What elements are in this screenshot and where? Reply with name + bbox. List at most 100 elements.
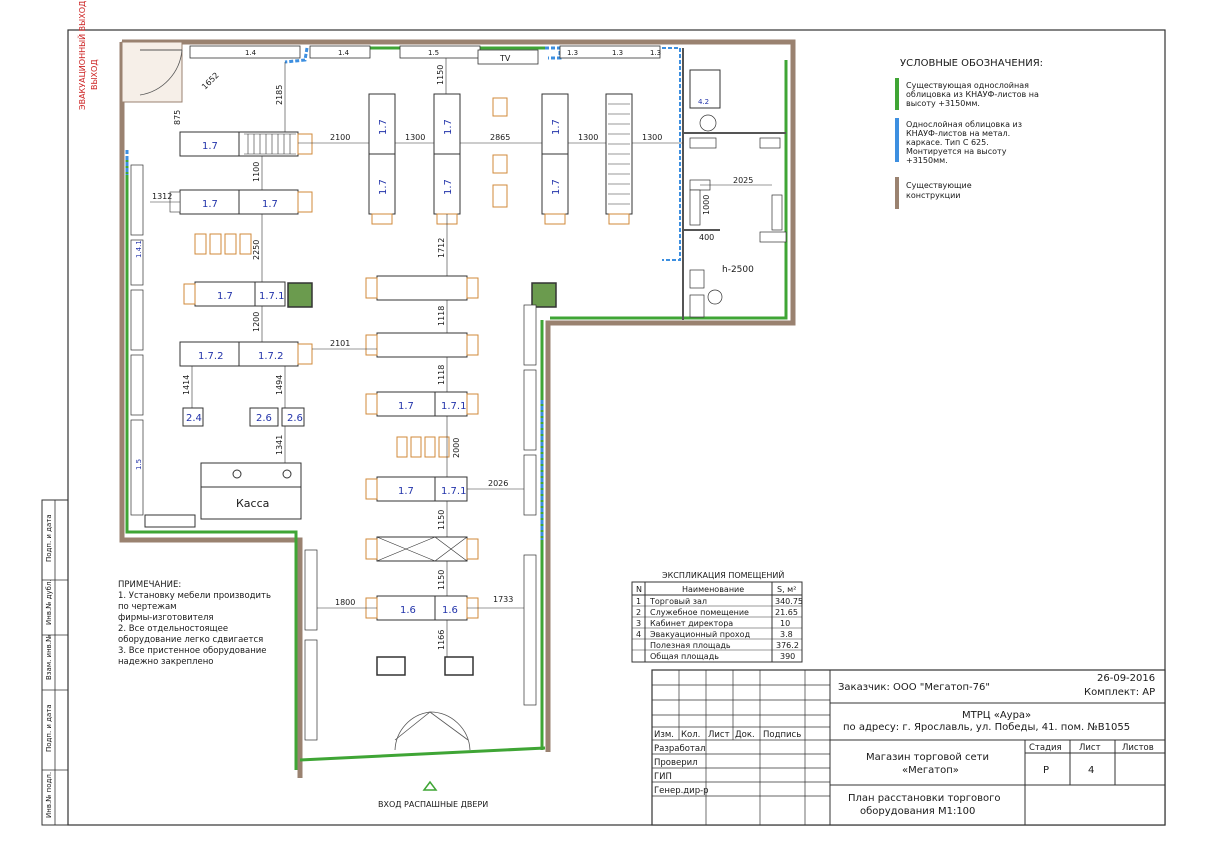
drawing-line-2: оборудования М1:100 — [860, 806, 975, 817]
side-stamp: Подп. и дата Инв.№ дубл. Взам. инв.№ Под… — [41, 499, 69, 826]
table-cell: 390 — [780, 652, 795, 661]
stage-header: Листов — [1122, 743, 1154, 753]
customer-label: Заказчик: ООО "Мегатоп-76" — [838, 682, 990, 693]
dim-label: 1312 — [152, 192, 172, 201]
rev-header: Док. — [735, 730, 755, 740]
set-label: Комплект: АР — [1084, 687, 1155, 698]
rev-header: Подпись — [763, 730, 801, 740]
entrance-doors: ВХОД РАСПАШНЫЕ ДВЕРИ — [378, 711, 488, 809]
module-label: 1.3 — [650, 49, 661, 57]
stage-header: Лист — [1079, 743, 1101, 753]
title-block: Изм. Кол. Лист Док. Подпись Разработал П… — [651, 669, 1166, 826]
explication-table: ЭКСПЛИКАЦИЯ ПОМЕЩЕНИЙ N Наименование S, … — [631, 569, 803, 663]
unit-label: 2.6 — [256, 413, 272, 424]
legend: УСЛОВНЫЕ ОБОЗНАЧЕНИЯ: Существующая однос… — [895, 58, 1043, 209]
dim-label: 2185 — [275, 85, 284, 105]
address-line-2: по адресу: г. Ярославль, ул. Победы, 41.… — [843, 722, 1130, 733]
legend-text: +3150мм. — [906, 156, 948, 165]
address-line-1: МТРЦ «Аура» — [962, 710, 1031, 721]
gondola-label: 1.7.1 — [259, 291, 284, 302]
dim-label: 1733 — [493, 595, 513, 604]
note-line: оборудование легко сдвигается — [118, 635, 263, 645]
table-header: S, м² — [777, 585, 796, 594]
role-label: ГИП — [654, 772, 672, 782]
gondola-label: 1.7 — [443, 179, 454, 195]
table-cell: Торговый зал — [649, 597, 707, 606]
dim-label: 2101 — [330, 339, 350, 348]
gondola-label: 1.7 — [262, 199, 278, 210]
dim-label: 1300 — [578, 133, 598, 142]
note-line: надежно закреплено — [118, 657, 213, 667]
dim-label: 1150 — [437, 510, 446, 530]
gondola-label: 1.7 — [378, 119, 389, 135]
legend-text: Существующие — [906, 181, 972, 190]
evac-label: ЭВАКУАЦИОННЫЙ ВЫХОД — [76, 1, 87, 110]
table-cell: Полезная площадь — [650, 641, 731, 650]
gondola-label: 1.7 — [443, 119, 454, 135]
legend-swatch — [895, 78, 899, 110]
wall-modules: 1.4.1 1.5 — [130, 164, 537, 741]
stage-value: Р — [1043, 765, 1049, 776]
dim-label: 1414 — [182, 375, 191, 395]
note-line: по чертежам — [118, 602, 177, 612]
table-cell: Служебное помещение — [650, 608, 749, 617]
legend-text: облицовка из КНАУФ-листов на — [906, 90, 1039, 99]
stamp-label: Подп. и дата — [45, 704, 53, 752]
table-cell: 21.65 — [775, 608, 798, 617]
dim-label: 1652 — [200, 71, 221, 92]
dim-label: 400 — [699, 233, 714, 242]
gondola-label: 1.7 — [551, 179, 562, 195]
unit-label: 2.4 — [186, 413, 202, 424]
drawing-frame — [67, 29, 1166, 826]
dim-label: 1166 — [437, 630, 446, 650]
role-label: Разработал — [654, 744, 706, 754]
note-line: 3. Все пристенное оборудование — [118, 646, 267, 656]
tv-label: TV — [499, 54, 511, 63]
sheet-value: 4 — [1088, 765, 1094, 776]
gondolas-left: 1.7 1.7 1.7 1.7 1.7.1 1.7.2 1.7.2 2.4 2.… — [169, 131, 313, 427]
rev-header: Лист — [708, 730, 730, 740]
gondola-label: 1.7 — [202, 199, 218, 210]
evac-label-2: ВЫХОД — [90, 59, 99, 90]
module-label: 1.4 — [245, 49, 257, 57]
gondola-label: 1.7 — [398, 401, 414, 412]
cashier-label: Касса — [236, 497, 269, 510]
top-wall-modules: 1.4 1.4 1.5 1.3 1.3 1.3 TV — [189, 45, 661, 65]
module-label: 1.4 — [338, 49, 350, 57]
legend-text: Однослойная облицовка из — [906, 120, 1022, 129]
module-label: 1.3 — [612, 49, 623, 57]
legend-text: Существующая однослойная — [906, 81, 1029, 90]
table-header: Наименование — [682, 585, 744, 594]
legend-text: конструкции — [906, 191, 961, 200]
gondola-label: 1.7 — [398, 486, 414, 497]
module-label: 1.5 — [428, 49, 439, 57]
table-cell: Кабинет директора — [650, 619, 733, 628]
table-cell: 4 — [636, 630, 641, 639]
unit-label: 2.6 — [287, 413, 303, 424]
legend-swatch — [895, 118, 899, 162]
dim-label: 2865 — [490, 133, 510, 142]
role-label: Проверил — [654, 758, 698, 768]
legend-text: Монтируется на высоту — [906, 147, 1007, 156]
dim-label: 1100 — [252, 162, 261, 182]
room-module: 4.2 — [698, 98, 709, 106]
cashier-desk: Касса — [144, 462, 302, 528]
dim-label: 1150 — [437, 570, 446, 590]
dim-label: 875 — [173, 110, 182, 125]
notes: ПРИМЕЧАНИЕ: 1. Установку мебели производ… — [118, 580, 271, 667]
stamp-label: Подп. и дата — [45, 514, 53, 562]
gondolas-vertical: 1.7 1.7 1.7 1.7 1.7 1.7 — [368, 93, 633, 225]
table-cell: 10 — [780, 619, 790, 628]
dim-label: 1800 — [335, 598, 355, 607]
dim-label: 1494 — [275, 375, 284, 395]
dim-label: 1300 — [642, 133, 662, 142]
gondola-label: 1.7.2 — [198, 351, 223, 362]
rev-header: Изм. — [654, 730, 674, 740]
dim-label: 1150 — [436, 65, 445, 85]
dim-label: 2025 — [733, 176, 753, 185]
legend-text: КНАУФ-листов на метал. — [906, 129, 1010, 138]
table-cell: 340.75 — [775, 597, 803, 606]
gondola-label: 1.6 — [442, 605, 458, 616]
gondola-label: 1.7 — [551, 119, 562, 135]
